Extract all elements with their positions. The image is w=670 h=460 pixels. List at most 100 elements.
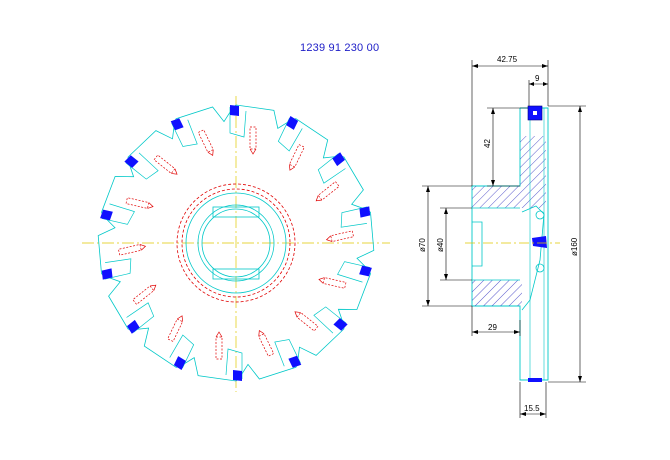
dim-total-width: 42.75	[497, 55, 518, 64]
clamp-screw-hidden	[288, 144, 305, 168]
insert-pocket	[170, 118, 214, 157]
pocket-outline	[229, 107, 247, 138]
clamp-screw-tip	[289, 164, 295, 171]
pocket-outline	[340, 206, 368, 228]
pocket-outline	[274, 339, 301, 367]
insert-pocket	[101, 244, 147, 280]
side-view	[465, 105, 560, 382]
keyway	[212, 206, 260, 218]
insert-bottom	[528, 378, 542, 382]
keyway-section	[472, 221, 483, 267]
front-view	[82, 96, 390, 392]
insert-pocket	[294, 306, 348, 334]
clamp-screw-tip	[315, 195, 323, 202]
dim-pocket-depth: 42	[483, 139, 492, 148]
insert	[170, 118, 184, 131]
hub-circle	[185, 192, 287, 294]
insert	[359, 265, 372, 277]
insert-pocket	[167, 315, 195, 370]
insert	[230, 105, 239, 116]
insert	[288, 355, 302, 368]
clamp-screw-tip	[249, 148, 257, 155]
keyway-bottom	[212, 268, 260, 280]
clamp-screw-tip	[318, 277, 325, 284]
clamp-screw-tip	[258, 329, 265, 337]
clamp-screw-hidden	[258, 333, 275, 357]
clamp-screw-tip	[215, 331, 223, 338]
clamp-screw-hidden	[215, 336, 223, 360]
clamp-wedge	[521, 205, 545, 311]
dim-hub-length: 29	[488, 323, 497, 332]
insert-pockets	[100, 105, 372, 381]
pocket-outline	[313, 306, 347, 334]
insert-middle	[532, 236, 547, 248]
clamp-screw-hidden	[317, 181, 340, 201]
section-hatch-hub-lower	[472, 280, 522, 306]
hub-hidden-circle-inner	[181, 188, 291, 298]
pocket-outline	[171, 119, 198, 147]
insert-pocket	[318, 261, 372, 289]
insert-pocket	[124, 152, 178, 180]
clamp-screw-tip	[147, 202, 154, 209]
clamp-screw-tip	[171, 168, 178, 175]
pocket-outline	[125, 152, 159, 180]
hub-hidden-circle	[176, 183, 296, 303]
pocket-outline	[317, 153, 346, 184]
dim-hub-diameter: ø70	[418, 238, 427, 252]
insert	[332, 152, 345, 167]
dim-pocket-width: 9	[535, 74, 540, 83]
insert-pocket	[315, 152, 346, 202]
clamp-screw-tip	[177, 315, 183, 322]
pocket-outline	[277, 117, 303, 152]
pocket-outline	[101, 203, 135, 225]
dim-outer-diameter: ø160	[570, 237, 579, 256]
insert	[127, 319, 140, 334]
dimensions	[422, 60, 586, 418]
insert	[359, 206, 371, 218]
clamp-screw-hidden	[118, 244, 142, 256]
dim-cutting-width: 15.5	[524, 404, 540, 413]
section-hatch-hub-upper	[472, 186, 546, 208]
clamp-screw-tip	[207, 149, 214, 157]
insert	[124, 155, 139, 168]
insert-pocket	[215, 331, 243, 381]
section-hatch-upper	[520, 136, 546, 186]
clamp-screw-tip	[294, 311, 301, 318]
clamp-screw-head	[535, 210, 545, 220]
dimension-arrows	[426, 64, 582, 416]
bore-circle	[201, 208, 271, 278]
insert-pocket	[100, 197, 154, 225]
insert	[286, 116, 299, 130]
insert-top-hole	[533, 111, 537, 115]
clamp-screw-hidden	[322, 277, 347, 289]
insert-pocket	[325, 206, 371, 242]
insert	[333, 318, 348, 331]
insert	[233, 370, 242, 381]
clamp-screw-head-lower	[535, 263, 545, 273]
insert	[100, 209, 113, 221]
drawing-title: 1239 91 230 00	[300, 42, 380, 54]
clamp-screw-hidden	[197, 129, 214, 153]
insert	[173, 356, 186, 370]
clamp-screw-tip	[139, 244, 147, 251]
clamp-screw-hidden	[330, 230, 354, 242]
insert-pocket	[277, 116, 305, 171]
clamp-screw-hidden	[132, 285, 155, 305]
insert-pocket	[126, 284, 157, 334]
pocket-outline	[126, 302, 155, 333]
clamp-screw-hidden	[296, 312, 319, 332]
clamp-screw-hidden	[249, 126, 257, 150]
clamp-screw-tip	[149, 284, 157, 291]
clamp-screw-hidden	[153, 154, 176, 174]
insert-pocket	[258, 329, 302, 368]
insert-pocket	[229, 105, 257, 155]
clamp-screw-hidden	[125, 197, 150, 209]
pocket-outline	[225, 348, 243, 379]
bore-outer-circle	[197, 204, 275, 282]
dim-bore-diameter: ø40	[436, 238, 445, 252]
pocket-outline	[104, 258, 132, 280]
pocket-outline	[337, 261, 371, 283]
clamp-screw-tip	[325, 235, 333, 242]
clamp-screw-hidden	[167, 318, 184, 342]
